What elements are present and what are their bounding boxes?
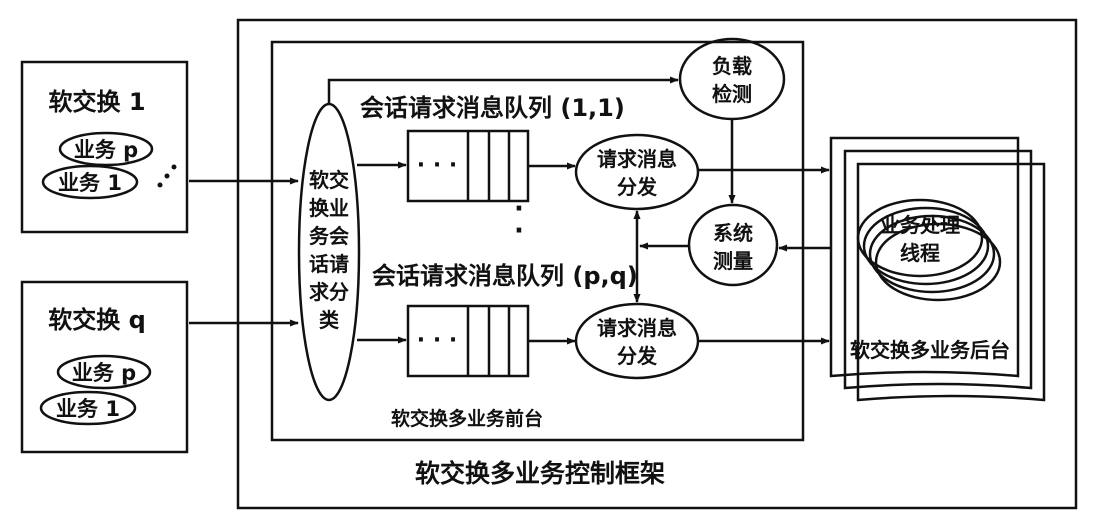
svg-text:请求消息: 请求消息 bbox=[597, 316, 677, 340]
softswitch-q-title: 软交换 q bbox=[48, 306, 146, 334]
backend-thread-stack: 业务处理 线程 bbox=[856, 198, 1002, 302]
softswitch-1-ellipsis bbox=[157, 164, 177, 188]
softswitch-1-box: 软交换 1 业务 p 业务 1 bbox=[20, 60, 189, 234]
queue-vertical-ellipsis: · · bbox=[514, 194, 524, 246]
queue-top-dots: · · · bbox=[417, 153, 457, 178]
svg-text:软交: 软交 bbox=[309, 168, 349, 192]
svg-text:·: · bbox=[514, 194, 524, 224]
svg-text:系统: 系统 bbox=[713, 221, 753, 245]
softswitch-1-service-1-label: 业务 1 bbox=[58, 171, 122, 195]
softswitch-q-service-p bbox=[56, 354, 152, 390]
softswitch-1-service-1 bbox=[41, 164, 139, 200]
dispatch-top: 请求消息 分发 bbox=[574, 133, 700, 211]
backend-label: 软交换多业务后台 bbox=[850, 338, 1010, 362]
svg-text:分发: 分发 bbox=[617, 344, 658, 368]
softswitch-1-service-p bbox=[58, 131, 154, 167]
classifier-text: 软交 换业 务会 话请 求分 类 bbox=[309, 168, 349, 332]
softswitch-q-service-p-label: 业务 p bbox=[72, 361, 136, 385]
softswitch-1-service-p-label: 业务 p bbox=[74, 138, 138, 162]
svg-text:请求消息: 请求消息 bbox=[597, 147, 677, 171]
control-framework-box bbox=[236, 18, 1078, 510]
load-detection: 负载 检测 bbox=[678, 37, 786, 121]
softswitch-q-service-1 bbox=[39, 390, 137, 426]
softswitch-q-service-1-label: 业务 1 bbox=[56, 397, 120, 421]
svg-text:负载: 负载 bbox=[712, 54, 752, 78]
backend-thread-label-1: 业务处理 bbox=[880, 213, 960, 237]
svg-text:话请: 话请 bbox=[309, 252, 349, 276]
frontend-label: 软交换多业务前台 bbox=[391, 407, 543, 430]
svg-text:检测: 检测 bbox=[712, 82, 752, 106]
backend-stack bbox=[829, 136, 1046, 402]
queue-bottom: · · · bbox=[406, 304, 530, 378]
svg-text:类: 类 bbox=[319, 308, 339, 332]
arrow-classifier-to-load-detect bbox=[327, 76, 679, 104]
frontend-box bbox=[270, 40, 805, 442]
system-measurement: 系统 测量 bbox=[687, 203, 779, 287]
dispatch-bottom: 请求消息 分发 bbox=[574, 302, 700, 380]
queue-top-label: 会话请求消息队列 (1,1) bbox=[360, 94, 625, 122]
backend-thread-label-2: 线程 bbox=[900, 241, 940, 265]
svg-text:务会: 务会 bbox=[309, 224, 349, 248]
svg-text:·: · bbox=[514, 216, 524, 246]
softswitch-q-box: 软交换 q 业务 p 业务 1 bbox=[20, 280, 189, 454]
svg-text:换业: 换业 bbox=[309, 196, 349, 220]
svg-text:测量: 测量 bbox=[713, 249, 753, 273]
svg-text:分发: 分发 bbox=[617, 175, 658, 199]
queue-bottom-label: 会话请求消息队列 (p,q) bbox=[372, 262, 638, 290]
framework-label: 软交换多业务控制框架 bbox=[415, 459, 665, 488]
queue-bottom-dots: · · · bbox=[417, 328, 457, 353]
svg-text:求分: 求分 bbox=[309, 280, 349, 304]
queue-top: · · · bbox=[406, 129, 530, 203]
softswitch-1-title: 软交换 1 bbox=[48, 88, 145, 116]
